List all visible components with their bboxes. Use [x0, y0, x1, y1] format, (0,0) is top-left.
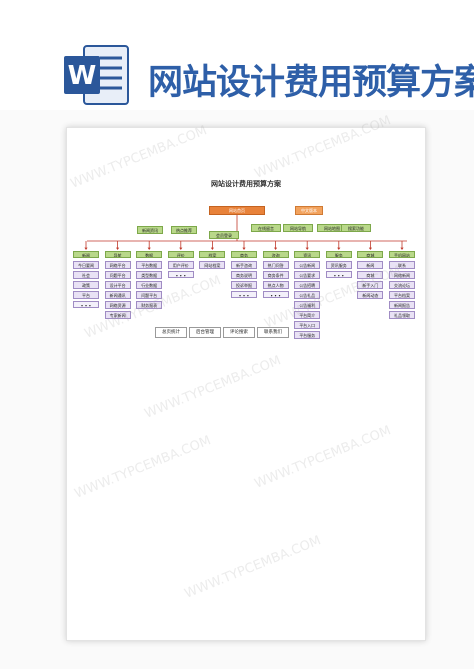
column-item: 类型数据 — [136, 271, 163, 279]
banner-title: 网站设计费用预算方案 — [148, 62, 474, 103]
header-banner: W 网站设计费用预算方案 — [0, 0, 474, 110]
column-item: 联系 — [389, 261, 415, 269]
column-item: 社会 — [73, 271, 99, 279]
connector-arrow — [210, 247, 214, 250]
column-more: • • • — [231, 291, 257, 298]
connector-arrow — [274, 247, 278, 250]
column-item: 热门问答 — [262, 261, 289, 269]
word-icon: W — [64, 45, 129, 105]
column-item: 热点人物 — [262, 281, 289, 289]
column-item: 网络新闻 — [389, 271, 415, 279]
connector-arrow — [84, 247, 88, 250]
level3-node: 热点推荐 — [171, 226, 197, 234]
column-item: 礼品领取 — [389, 311, 415, 319]
connector-arrow — [242, 247, 246, 250]
column-item: 网络资源 — [104, 301, 131, 309]
connector-arrow — [147, 247, 151, 250]
column-item: 平台 — [73, 291, 99, 299]
column-head: 商城 — [357, 251, 384, 258]
level2-node: 网站导航 — [283, 224, 313, 232]
column-head: 商务 — [231, 251, 257, 258]
connector-arrow — [179, 247, 183, 250]
root-node: 网站首页 — [209, 206, 265, 215]
column-item: 平台数据 — [136, 261, 163, 269]
column-head: 数据 — [136, 251, 163, 258]
connector-arrow — [400, 247, 404, 250]
column-more: • • • — [73, 301, 99, 308]
column-item: 公告礼品 — [294, 291, 321, 299]
column-item: 新闻报告 — [389, 301, 415, 309]
column-item: 新手入门 — [357, 281, 384, 289]
column-item: 投诉举报 — [231, 281, 257, 289]
column-item: 财务报表 — [136, 301, 163, 309]
column-item: 新闻 — [357, 261, 384, 269]
column-more: • • • — [167, 271, 194, 278]
column-item: 平台简介 — [294, 311, 321, 319]
column-item: 政策 — [73, 281, 99, 289]
column-item: 商城 — [357, 271, 384, 279]
connector-arrow — [116, 247, 120, 250]
column-head: 导航 — [104, 251, 131, 258]
column-head: 评价 — [167, 251, 194, 258]
column-item: 今日要闻 — [73, 261, 99, 269]
column-item: 平台服务 — [294, 331, 321, 339]
column-item: 公告福利 — [294, 301, 321, 309]
column-item: 行业数据 — [136, 281, 163, 289]
column-item: 专家新闻 — [104, 311, 131, 319]
svg-text:W: W — [68, 61, 97, 91]
column-item: 问题平台 — [136, 291, 163, 299]
column-item: 问题平台 — [104, 271, 131, 279]
column-head: 档案 — [199, 251, 226, 258]
column-item: 商务说明 — [231, 271, 257, 279]
connector-arrow — [337, 247, 341, 250]
column-more: • • • — [262, 291, 289, 298]
connector-arrow — [368, 247, 372, 250]
column-head: 资讯 — [294, 251, 321, 258]
column-item: 平台档案 — [389, 291, 415, 299]
footer-link[interactable]: 总页统计 — [155, 327, 187, 338]
column-head: 服务 — [325, 251, 352, 258]
column-item: 公告要求 — [294, 271, 321, 279]
document-title: 网站设计费用预算方案 — [211, 179, 281, 188]
column-item: 网络平台 — [104, 261, 131, 269]
column-more: • • • — [325, 271, 352, 278]
column-item: 新手咨询 — [231, 261, 257, 269]
footer-link[interactable]: 评论搜索 — [223, 327, 255, 338]
column-head: 新闻 — [73, 251, 99, 258]
level2-node: 在线留言 — [251, 224, 281, 232]
level3-node: 新闻资讯 — [137, 226, 163, 234]
column-item: 设计平台 — [104, 281, 131, 289]
connector-arrow — [305, 247, 309, 250]
column-item: 新闻通讯 — [104, 291, 131, 299]
column-head: 咨询 — [262, 251, 289, 258]
root-side-node: 中文版本 — [295, 206, 323, 215]
org-chart-connectors — [84, 215, 407, 250]
footer-link[interactable]: 联系我们 — [257, 327, 289, 338]
column-item: 用户评价 — [167, 261, 194, 269]
level2-node: 会员登录 — [209, 231, 239, 239]
column-item: 平台入口 — [294, 321, 321, 329]
column-item: 公告新闻 — [294, 261, 321, 269]
column-head: 手机网站 — [389, 251, 415, 258]
column-item: 商务条件 — [262, 271, 289, 279]
column-item: 网站档案 — [199, 261, 226, 269]
level2-node: 搜索功能 — [341, 224, 371, 232]
column-item: 公告招聘 — [294, 281, 321, 289]
column-item: 交流论坛 — [389, 281, 415, 289]
column-item: 新闻动态 — [357, 291, 384, 299]
document-page[interactable]: 网站设计费用预算方案 网站首页中文版本在线留言网站导航网站地图会员登录搜索功能新… — [66, 127, 426, 641]
footer-link[interactable]: 后台管理 — [189, 327, 221, 338]
column-item: 资讯服务 — [325, 261, 352, 269]
